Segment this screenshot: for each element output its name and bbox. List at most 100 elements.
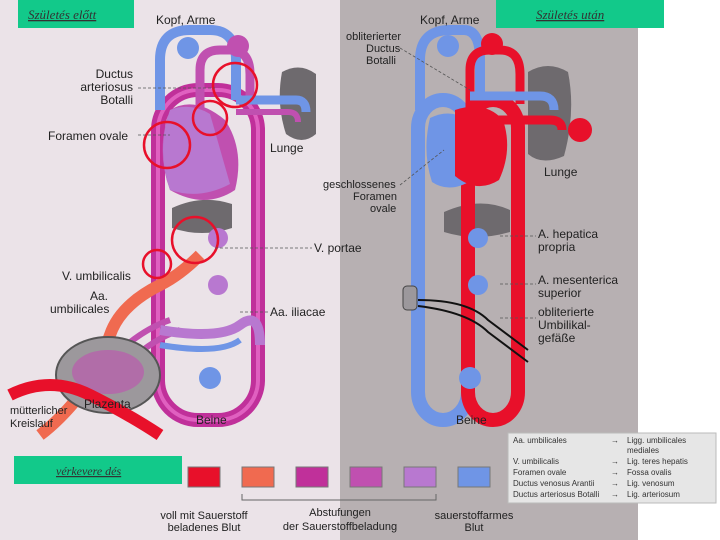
remnants-table: Aa. umbilicales → Ligg. umbilicales medi…	[507, 432, 717, 504]
fetal-capillary-legs	[199, 367, 221, 389]
legend-gradation-2: der Sauerstoffbeladung	[283, 521, 397, 533]
legend-full-1: voll mit Sauerstoff	[160, 510, 248, 522]
table-row: Foramen ovale → Fossa ovalis	[513, 468, 671, 477]
postnatal-capillary-head-2	[481, 33, 503, 55]
umbilicalis-label: V. umbilicalis	[62, 269, 131, 283]
highlight-ductus-circle-2	[191, 99, 229, 137]
table-to: Lig. teres hepatis	[627, 457, 688, 466]
table-row: mediales	[627, 446, 659, 455]
mesenterica-label-1: A. mesenterica	[538, 273, 618, 287]
table-from: Ductus arteriosus Botalli	[513, 490, 599, 499]
oblit-ductus-label-3: Botalli	[366, 55, 396, 67]
fetal-pulmonary-vessel-2	[236, 109, 301, 123]
postnatal-capillary-gut	[468, 228, 488, 248]
closed-foramen-label-3: ovale	[370, 203, 396, 215]
swatch-salmon	[241, 466, 275, 488]
fetal-legs-label: Beine	[196, 413, 227, 427]
postnatal-capillary-legs	[459, 367, 481, 389]
postnatal-capillary-head	[437, 35, 459, 57]
ductus-label-1: Ductus	[96, 67, 133, 81]
hepatica-label-2: propria	[538, 240, 576, 254]
postnatal-heart-left	[455, 106, 508, 187]
legend-full-2: beladenes Blut	[168, 522, 241, 534]
fetal-head-loop-2	[195, 45, 255, 110]
postnatal-liver-shape	[444, 203, 510, 237]
ductus-label-2: arteriosus	[80, 80, 133, 94]
iliacae-label: Aa. iliacae	[270, 305, 326, 319]
caption-before-box	[18, 0, 134, 28]
highlight-foramen-circle	[142, 120, 192, 170]
fetal-capillary-head-2	[227, 35, 249, 57]
table-to: Ligg. umbilicales	[627, 436, 686, 445]
fetal-body-loop-inner	[156, 88, 260, 422]
table-row: Aa. umbilicales → Ligg. umbilicales	[513, 436, 686, 445]
table-arrow: →	[611, 468, 619, 477]
fetal-head-arms-label: Kopf, Arme	[156, 13, 216, 27]
hepatica-label-1: A. hepatica	[538, 227, 598, 241]
table-to: mediales	[627, 446, 659, 455]
fetal-umbilical-vein	[36, 250, 205, 440]
postnatal-circulation	[399, 25, 592, 427]
color-legend: voll mit Sauerstoff beladenes Blut Abstu…	[160, 466, 514, 534]
caption-mixing: vérkevere dés	[56, 464, 122, 478]
table-from: Ductus venosus Arantii	[513, 479, 595, 488]
mesenterica-label-2: superior	[538, 286, 581, 300]
table-arrow: →	[611, 457, 619, 466]
placenta-label: Plazenta	[84, 397, 131, 411]
oblit-umb-label-2: Umbilikal-	[538, 318, 591, 332]
highlight-ductus-circle	[211, 61, 259, 109]
table-to: Fossa ovalis	[627, 468, 671, 477]
fetal-circulation	[7, 25, 316, 440]
leader-oblit-ductus	[399, 47, 471, 91]
legend-gradation-1: Abstufungen	[309, 507, 371, 519]
postnatal-capillary-lung	[568, 118, 592, 142]
highlight-portae-circle	[170, 215, 220, 265]
closed-foramen-label-2: Foramen	[353, 191, 397, 203]
table-from: Aa. umbilicales	[513, 436, 567, 445]
maternal-vessel	[7, 379, 164, 440]
caption-after: Születés után	[536, 7, 604, 22]
obliterated-umbilical-vessels-2	[417, 305, 529, 363]
caption-mixing-box	[14, 456, 182, 484]
aa-umb-label-2: umbilicales	[50, 302, 109, 316]
swatch-lilac	[403, 466, 437, 488]
swatch-purple	[349, 466, 383, 488]
aa-umb-label-1: Aa.	[90, 289, 108, 303]
postnatal-head-arms-label: Kopf, Arme	[420, 13, 480, 27]
fetal-leg-vessels-2	[159, 337, 242, 352]
obliterated-umbilical-vessels	[417, 299, 529, 351]
oblit-umb-label-1: obliterierte	[538, 305, 594, 319]
table-row: Ductus arteriosus Botalli → Lig. arterio…	[513, 490, 680, 499]
ductus-label-3: Botalli	[100, 93, 133, 107]
table-row: Ductus venosus Arantii → Lig. venosum	[513, 479, 675, 488]
placenta-inner	[72, 350, 144, 394]
swatch-venous	[457, 466, 491, 488]
closed-foramen-label-1: geschlossenes	[323, 179, 396, 191]
postnatal-capillary-gut-2	[468, 275, 488, 295]
oblit-ductus-label-2: Ductus	[366, 43, 401, 55]
table-arrow: →	[611, 490, 619, 499]
table-to: Lig. arteriosum	[627, 490, 680, 499]
postnatal-lung-shape	[528, 66, 572, 161]
fetal-labels: Kopf, Arme Ductus arteriosus Botalli For…	[10, 13, 362, 430]
table-arrow: →	[611, 436, 619, 445]
fetal-capillary-gut-2	[208, 275, 228, 295]
maternal-label-2: Kreislauf	[10, 418, 54, 430]
fetal-lung-label: Lunge	[270, 141, 304, 155]
highlight-umbilicalis-circle	[141, 248, 173, 280]
postnatal-legs-label: Beine	[456, 413, 487, 427]
leader-closed-foramen	[399, 149, 445, 186]
table-to: Lig. venosum	[627, 479, 675, 488]
table-from: V. umbilicalis	[513, 457, 559, 466]
postnatal-lung-label: Lunge	[544, 165, 578, 179]
oblit-umb-label-3: gefäße	[538, 331, 576, 345]
swatch-oxygenated	[187, 466, 221, 488]
postnatal-pulmonary-vein	[490, 115, 567, 131]
oblit-ductus-label-1: obliterierter	[346, 31, 401, 43]
legend-poor-1: sauerstoffarmes	[435, 510, 514, 522]
fetal-capillary-head	[177, 37, 199, 59]
remnants-table-bg	[507, 432, 717, 504]
caption-after-box	[496, 0, 664, 28]
table-arrow: →	[611, 479, 619, 488]
